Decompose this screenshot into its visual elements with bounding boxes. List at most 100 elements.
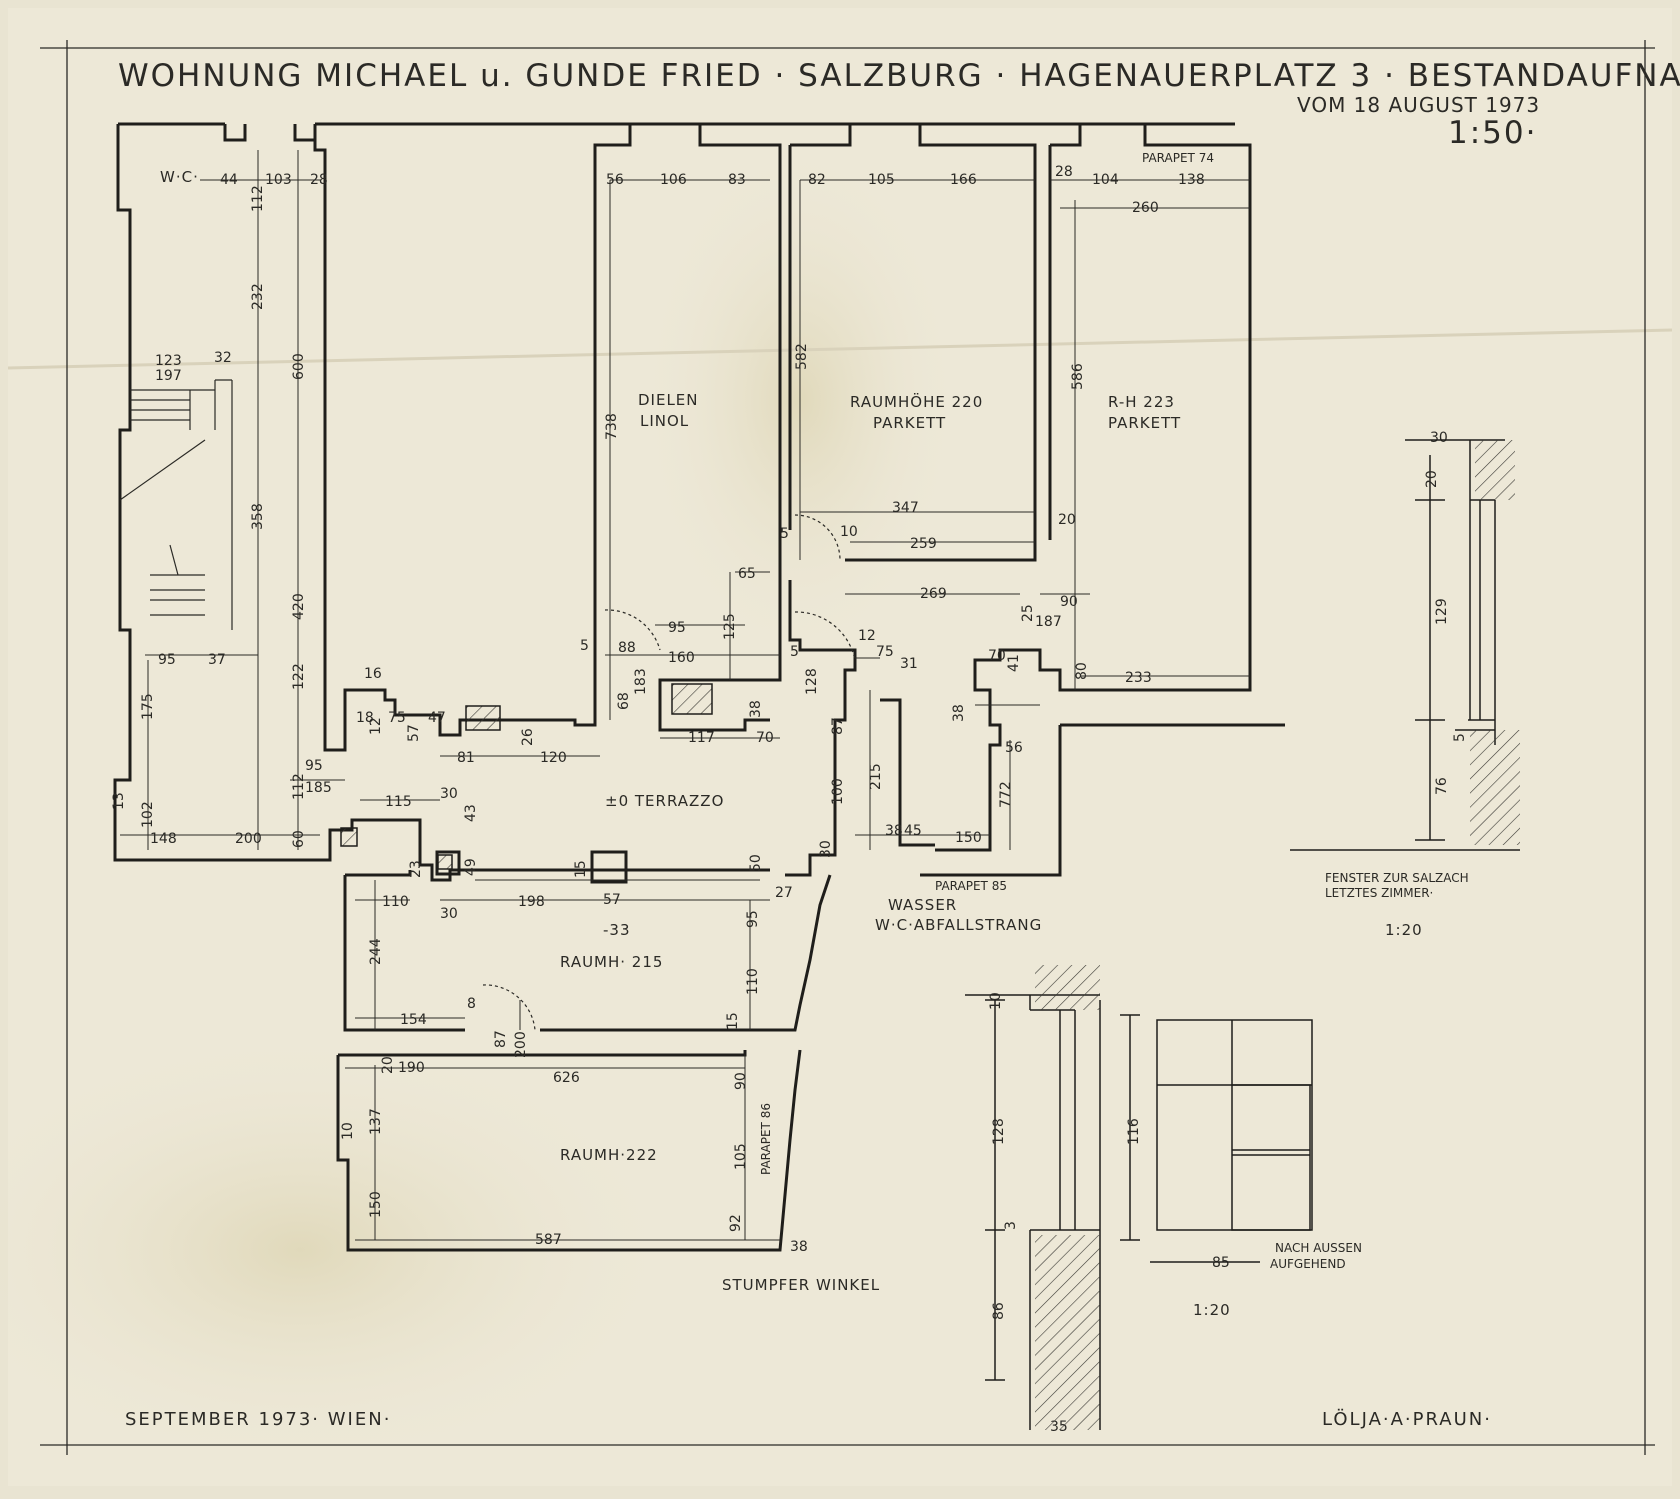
dim-200-hall: 200: [235, 831, 262, 847]
dim-112-top: 112: [250, 185, 266, 212]
dim-123: 123: [155, 353, 182, 369]
dim-82: 82: [808, 172, 826, 188]
label-terrazzo: ±0 TERRAZZO: [605, 792, 724, 810]
dim-115: 115: [385, 794, 412, 810]
dim-190: 190: [398, 1060, 425, 1076]
dim-117: 117: [688, 730, 715, 746]
dim-738: 738: [604, 413, 620, 440]
dim-2-room3: 20: [1058, 512, 1076, 528]
dim-110-bath: 110: [382, 894, 409, 910]
dim-57-bath: 57: [603, 892, 621, 908]
dim-26: 26: [520, 728, 536, 746]
dim-125: 125: [722, 613, 738, 640]
wall-section-hatch-top: [1035, 965, 1100, 1010]
label-room3-floor: PARKETT: [1108, 414, 1181, 432]
dim-244: 244: [368, 938, 384, 965]
dim-233: 233: [1125, 670, 1152, 686]
dim-43: 43: [463, 804, 479, 822]
dim-95-room1: 95: [668, 620, 686, 636]
dim-75-left: 75: [388, 710, 406, 726]
dim-30-window: 30: [1430, 430, 1448, 446]
dim-49: 49: [463, 858, 479, 876]
dim-28-room3: 28: [1055, 164, 1073, 180]
dim-20: 20: [380, 1056, 396, 1074]
dim-68: 68: [616, 692, 632, 710]
dim-160: 160: [668, 650, 695, 666]
dim-18: 18: [356, 710, 374, 726]
dim-10-room2: 10: [840, 524, 858, 540]
dim-122: 122: [291, 663, 307, 690]
dim-8: 8: [467, 996, 476, 1012]
dim-37: 37: [208, 652, 226, 668]
dim-187: 187: [1035, 614, 1062, 630]
dim-95-bath: 95: [745, 910, 761, 928]
label-room1-floor: DIELEN: [638, 391, 699, 409]
dim-12-corr: 12: [858, 628, 876, 644]
label-parapet-86: PARAPET 86: [759, 1103, 773, 1175]
dim-215: 215: [868, 763, 884, 790]
dim-85-door: 85: [1212, 1255, 1230, 1271]
dim-175: 175: [140, 693, 156, 720]
dim-772: 772: [998, 781, 1014, 808]
dim-347: 347: [892, 500, 919, 516]
dim-31: 31: [900, 656, 918, 672]
door-note-line1: NACH AUSSEN: [1275, 1241, 1362, 1255]
dim-30-hall: 30: [440, 786, 458, 802]
dim-87-corr: 87: [830, 717, 846, 735]
drawing-scale: 1:50·: [1448, 115, 1537, 151]
dim-27: 27: [775, 885, 793, 901]
dim-13: 13: [111, 792, 127, 810]
dim-80: 80: [1074, 662, 1090, 680]
window-note-line1: FENSTER ZUR SALZACH: [1325, 871, 1469, 885]
dim-12-wc: 38: [885, 823, 903, 839]
window-wall-hatch-top: [1475, 440, 1515, 500]
drawing-title: WOHNUNG MICHAEL u. GUNDE FRIED · SALZBUR…: [118, 58, 1680, 94]
label-wc: W·C·: [160, 168, 199, 186]
label-wc-stack: W·C·ABFALLSTRANG: [875, 916, 1042, 934]
dim-60: 60: [291, 830, 307, 848]
dim-110-bath: 110: [745, 968, 761, 995]
dim-138: 138: [1178, 172, 1205, 188]
dimension-lines: [120, 150, 1250, 1241]
dim-129: 129: [1434, 598, 1450, 625]
dim-3-section: 3: [1003, 1221, 1019, 1230]
dim-38-flue: 38: [748, 700, 764, 718]
window-wall-hatch-bottom: [1470, 730, 1520, 845]
dim-23: 23: [408, 860, 424, 878]
label-room2-floor: PARKETT: [873, 414, 946, 432]
dim-16: 16: [364, 666, 382, 682]
border-frame: [40, 40, 1655, 1455]
dim-86-section: 86: [991, 1302, 1007, 1320]
dim-95-stair: 95: [158, 652, 176, 668]
dim-83: 83: [728, 172, 746, 188]
dim-95-hall: 95: [305, 758, 323, 774]
dim-586: 586: [1070, 363, 1086, 390]
dim-102: 102: [140, 801, 156, 828]
dim-626: 626: [553, 1070, 580, 1086]
dim-103: 103: [265, 172, 292, 188]
dim-582: 582: [794, 343, 810, 370]
label-room3-height: R-H 223: [1108, 393, 1175, 411]
footer-date-place: SEPTEMBER 1973· WIEN·: [125, 1409, 391, 1430]
dimension-labels: 44 103 28 123 197 32 95 37 16 18 75 47 8…: [150, 164, 1448, 1435]
label-parapet-85: PARAPET 85: [935, 879, 1007, 893]
window-note-line2: LETZTES ZIMMER·: [1325, 886, 1433, 900]
dim-57-left: 57: [406, 724, 422, 742]
dim-50: 50: [748, 854, 764, 872]
dim-30-bath: 30: [440, 906, 458, 922]
dim-5-window: 5: [1452, 733, 1468, 742]
dim-25: 25: [1020, 604, 1036, 622]
dim-32: 32: [214, 350, 232, 366]
dim-128-corr: 128: [804, 668, 820, 695]
dim-88: 88: [618, 640, 636, 656]
footer-author: LÖLJA·A·PRAUN·: [1322, 1408, 1492, 1430]
dim-5-room2: 5: [780, 526, 789, 542]
label-level-minus33: -33: [603, 921, 631, 939]
dim-12-left: 12: [368, 717, 384, 735]
dim-105-room: 105: [733, 1143, 749, 1170]
dim-112-bottom: 112: [291, 773, 307, 800]
flues: [340, 683, 713, 870]
dim-10-room: 10: [340, 1122, 356, 1140]
